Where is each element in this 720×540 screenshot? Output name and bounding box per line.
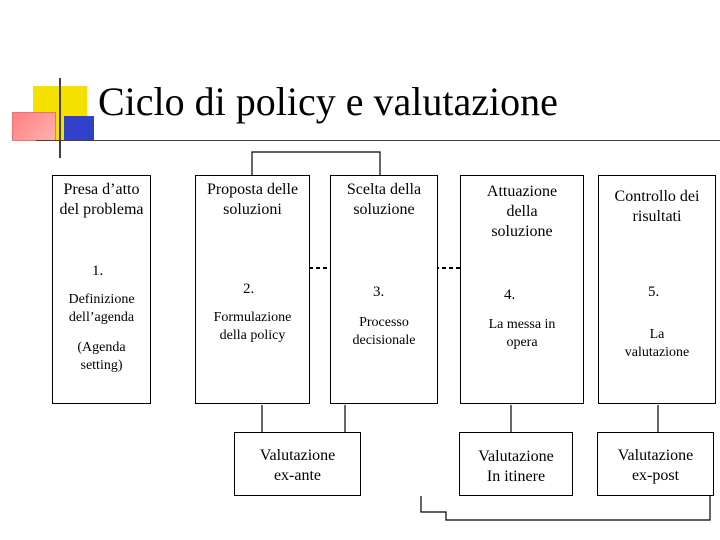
title-horizontal-rule — [36, 140, 720, 141]
stage-5-box — [598, 175, 716, 404]
stage-2-number: 2. — [243, 281, 255, 297]
stage-1-number: 1. — [92, 263, 104, 279]
stage-4-number: 4. — [504, 287, 516, 303]
title-vertical-rule — [59, 78, 61, 158]
title-decoration-red — [12, 112, 56, 141]
stage-3-number: 3. — [373, 284, 385, 300]
page-title: Ciclo di policy e valutazione — [98, 79, 558, 124]
stage-3-box — [330, 175, 438, 404]
evaluation-ex-ante-box — [234, 432, 361, 496]
title-decoration-blue — [64, 116, 94, 140]
evaluation-ex-post-box — [597, 432, 714, 496]
connector-bracket-2-3 — [251, 151, 381, 175]
stage-4-box — [460, 175, 584, 404]
stage-2-box — [195, 175, 310, 404]
evaluation-in-itinere-box — [459, 432, 573, 496]
stage-5-number: 5. — [648, 284, 660, 300]
stage-1-box — [52, 175, 151, 404]
